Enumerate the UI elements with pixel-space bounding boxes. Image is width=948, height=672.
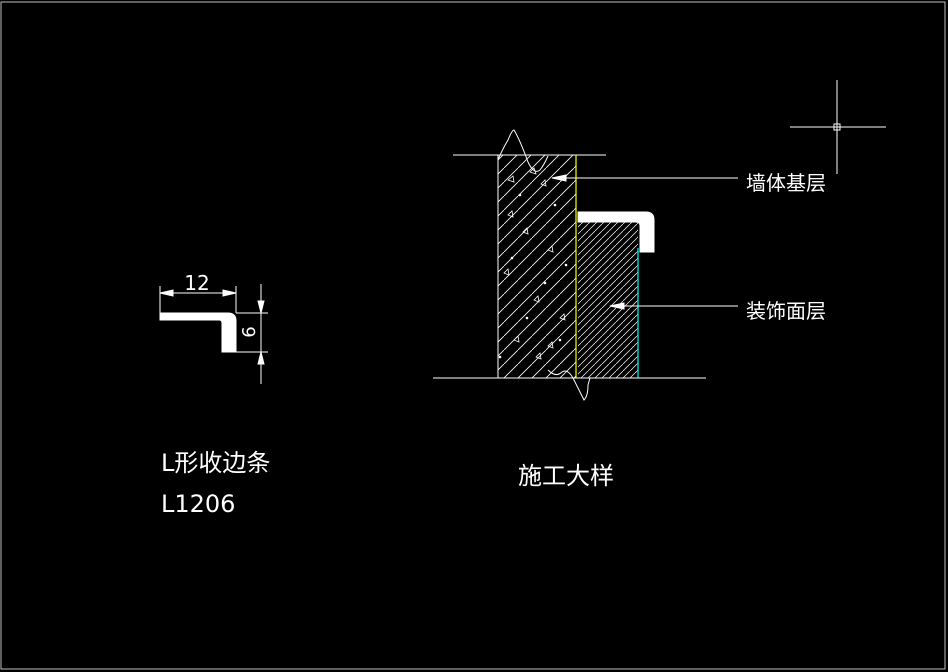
label-finish-layer: 装饰面层 [746,299,826,323]
profile-code-label: L1206 [161,490,235,518]
bottom-break-line [547,369,591,401]
construction-section-detail: 墙体基层 装饰面层 施工大样 [433,129,826,490]
l-profile-shape [159,312,237,353]
leader-wall-base [551,174,738,182]
l-profile-detail: 12 6 L形收边条 L1206 [159,271,270,518]
finish-layer-hatch [578,222,638,378]
dimension-height [236,284,268,384]
dimension-width [159,286,237,313]
wall-base-hatch [498,155,576,378]
label-wall-base: 墙体基层 [746,171,826,195]
crosshair-cursor-icon [790,80,886,174]
dimension-width-label: 12 [184,271,209,295]
dimension-height-label: 6 [239,326,260,337]
profile-name-label: L形收边条 [161,449,270,477]
section-title: 施工大样 [518,462,614,490]
l-trim-in-section [577,211,655,253]
top-break-line [497,129,549,172]
leader-finish-layer [609,302,738,310]
